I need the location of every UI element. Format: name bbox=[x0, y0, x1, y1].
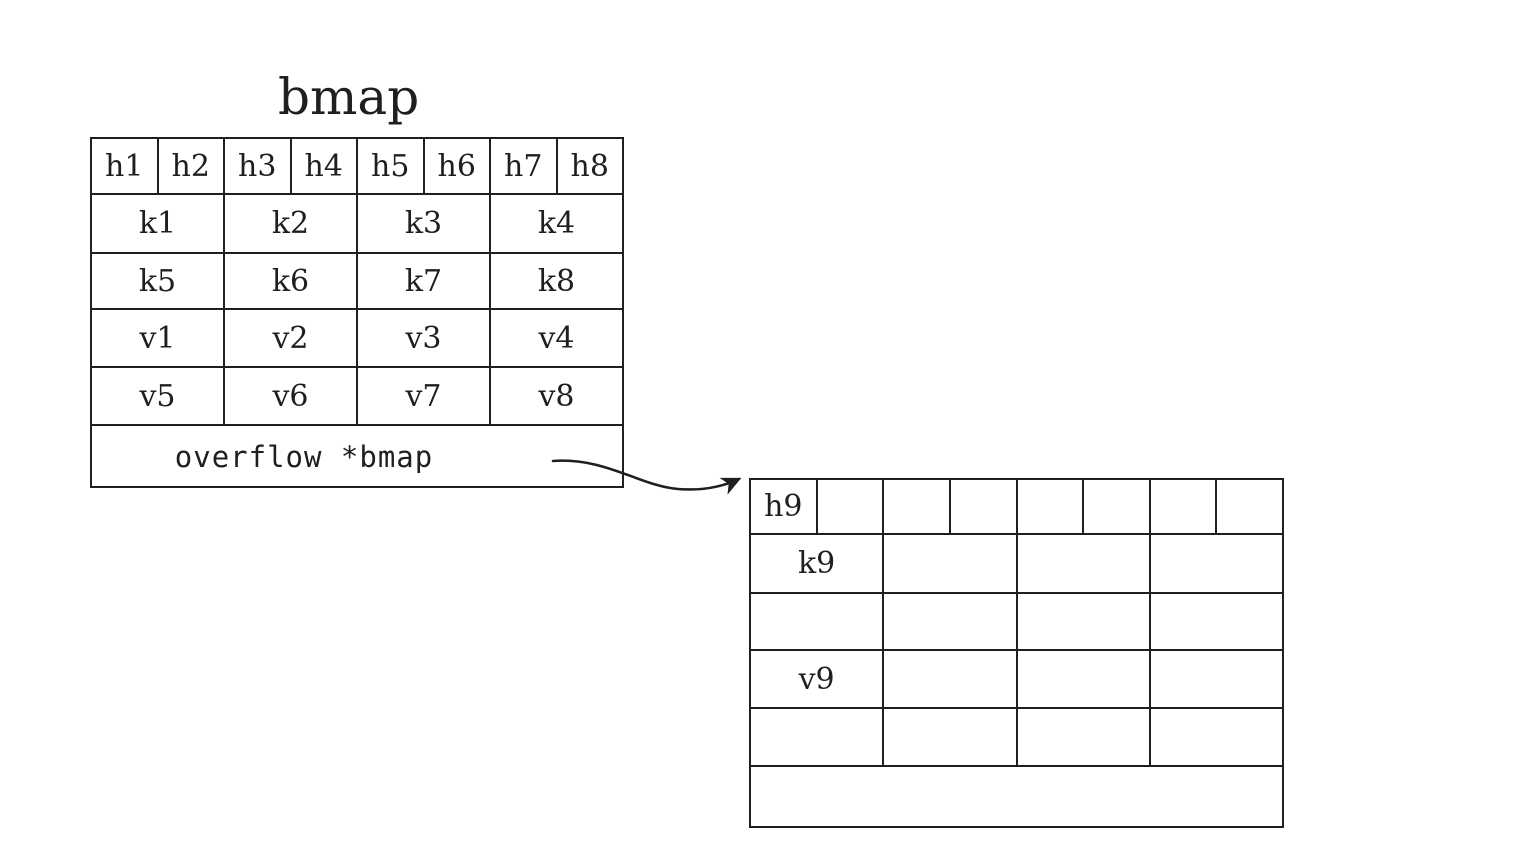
overflow-value2-cell-1 bbox=[884, 709, 1018, 765]
overflow-key-cell-k9: k9 bbox=[751, 535, 885, 592]
overflow-value2-cell-0 bbox=[751, 709, 885, 765]
main-keys-row-2: k5 k6 k7 k8 bbox=[92, 254, 622, 310]
overflow-value-cell-v9: v9 bbox=[751, 651, 885, 707]
overflow-tophash-cell-3 bbox=[951, 480, 1018, 533]
overflow-bucket-overflow-row bbox=[751, 765, 1282, 828]
overflow-key2-cell-3 bbox=[1151, 594, 1282, 649]
overflow-values-row-1: v9 bbox=[751, 651, 1282, 709]
value-cell-v7: v7 bbox=[358, 368, 491, 424]
overflow-value2-cell-2 bbox=[1018, 709, 1151, 765]
overflow-tophash-cell-0: h9 bbox=[751, 480, 818, 533]
value-cell-v3: v3 bbox=[358, 310, 491, 366]
main-tophash-row: h1 h2 h3 h4 h5 h6 h7 h8 bbox=[92, 139, 622, 195]
value-cell-v6: v6 bbox=[225, 368, 358, 424]
overflow-key-cell-3 bbox=[1151, 535, 1282, 592]
tophash-cell-3: h4 bbox=[292, 139, 358, 193]
overflow-tophash-row: h9 bbox=[751, 480, 1282, 535]
overflow-tophash-cell-2 bbox=[884, 480, 951, 533]
main-values-row-1: v1 v2 v3 v4 bbox=[92, 310, 622, 368]
overflow-bmap-bucket: h9 k9 v9 bbox=[749, 478, 1284, 828]
main-overflow-row: overflow *bmap bbox=[92, 424, 622, 488]
key-cell-k5: k5 bbox=[92, 254, 225, 308]
overflow-keys-row-1: k9 bbox=[751, 535, 1282, 594]
value-cell-v2: v2 bbox=[225, 310, 358, 366]
key-cell-k6: k6 bbox=[225, 254, 358, 308]
tophash-cell-6: h7 bbox=[491, 139, 558, 193]
overflow-key2-cell-0 bbox=[751, 594, 885, 649]
overflow-values-row-2 bbox=[751, 709, 1282, 765]
main-keys-row-1: k1 k2 k3 k4 bbox=[92, 195, 622, 254]
overflow-pointer-label: overflow *bmap bbox=[174, 440, 434, 474]
tophash-cell-0: h1 bbox=[92, 139, 159, 193]
overflow-key-cell-1 bbox=[884, 535, 1018, 592]
tophash-cell-1: h2 bbox=[159, 139, 225, 193]
tophash-cell-7: h8 bbox=[570, 148, 609, 184]
overflow-tophash-cell-1 bbox=[818, 480, 885, 533]
tophash-cell-2: h3 bbox=[225, 139, 292, 193]
value-cell-v4: v4 bbox=[538, 320, 575, 356]
key-cell-k8: k8 bbox=[537, 263, 576, 299]
page-title: bmap bbox=[278, 68, 420, 126]
overflow-value-cell-3 bbox=[1151, 651, 1282, 707]
value-cell-v5: v5 bbox=[92, 368, 225, 424]
overflow-tophash-cell-7 bbox=[1217, 480, 1282, 533]
overflow-tophash-cell-4 bbox=[1018, 480, 1085, 533]
key-cell-k7: k7 bbox=[358, 254, 491, 308]
overflow-value-cell-2 bbox=[1018, 651, 1151, 707]
overflow-keys-row-2 bbox=[751, 594, 1282, 651]
overflow-tophash-cell-5 bbox=[1084, 480, 1151, 533]
overflow-key-cell-2 bbox=[1018, 535, 1151, 592]
key-cell-k3: k3 bbox=[358, 195, 491, 252]
key-cell-k4: k4 bbox=[537, 206, 576, 241]
key-cell-k2: k2 bbox=[225, 195, 358, 252]
key-cell-k1: k1 bbox=[92, 195, 225, 252]
overflow-tophash-cell-6 bbox=[1151, 480, 1218, 533]
value-cell-v8: v8 bbox=[538, 378, 575, 414]
overflow-key2-cell-1 bbox=[884, 594, 1018, 649]
tophash-cell-5: h6 bbox=[425, 139, 491, 193]
overflow-key2-cell-2 bbox=[1018, 594, 1151, 649]
main-values-row-2: v5 v6 v7 v8 bbox=[92, 368, 622, 424]
main-bmap-bucket: h1 h2 h3 h4 h5 h6 h7 h8 k1 k2 k3 k4 k5 k… bbox=[90, 137, 624, 488]
overflow-value2-cell-3 bbox=[1151, 709, 1282, 765]
value-cell-v1: v1 bbox=[92, 310, 225, 366]
overflow-value-cell-1 bbox=[884, 651, 1018, 707]
tophash-cell-4: h5 bbox=[358, 139, 425, 193]
